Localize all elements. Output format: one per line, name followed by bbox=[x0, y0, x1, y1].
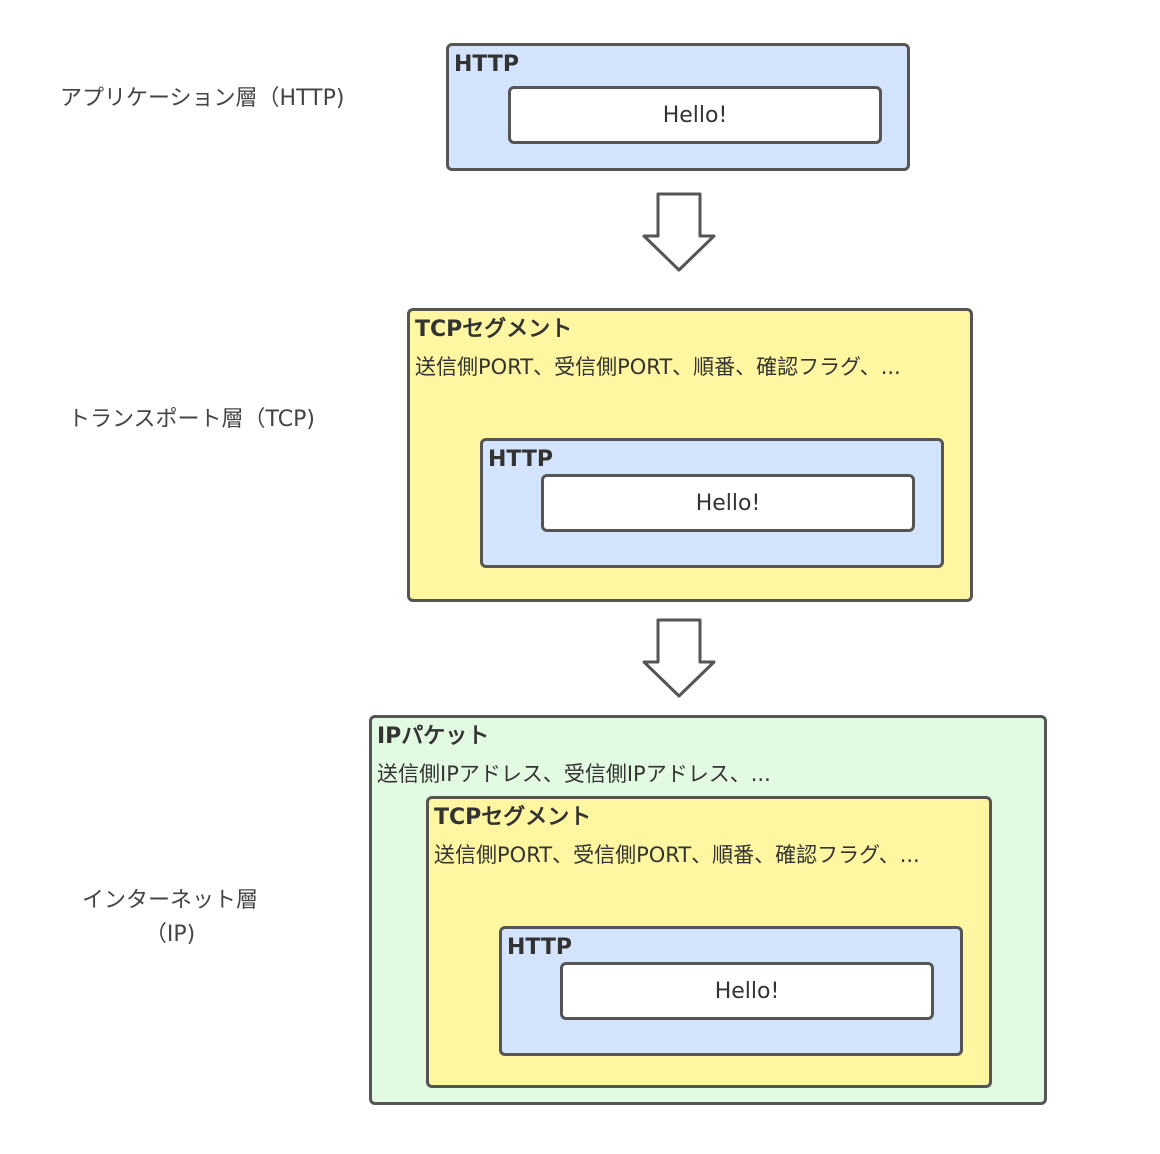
http-payload: Hello! bbox=[541, 474, 915, 532]
layer-label-internet: インターネット層 （IP) bbox=[70, 884, 270, 952]
http-title: HTTP bbox=[454, 52, 520, 77]
layer-label-application: アプリケーション層（HTTP) bbox=[60, 86, 345, 111]
ip-box-internet: IPパケット 送信側IPアドレス、受信側IPアドレス、... TCPセグメント … bbox=[369, 715, 1047, 1105]
down-arrow-icon bbox=[642, 192, 716, 272]
http-box-application: HTTP Hello! bbox=[446, 43, 910, 171]
http-box-transport: HTTP Hello! bbox=[480, 438, 944, 568]
tcp-box-transport: TCPセグメント 送信側PORT、受信側PORT、順番、確認フラグ、... HT… bbox=[407, 308, 973, 602]
http-payload: Hello! bbox=[508, 86, 882, 144]
layer-label-internet-line1: インターネット層 bbox=[81, 888, 258, 913]
layer-label-transport: トランスポート層（TCP) bbox=[68, 407, 315, 432]
tcp-title: TCPセグメント bbox=[434, 805, 592, 830]
tcp-box-internet: TCPセグメント 送信側PORT、受信側PORT、順番、確認フラグ、... HT… bbox=[426, 796, 992, 1088]
http-title: HTTP bbox=[507, 935, 573, 960]
http-title: HTTP bbox=[488, 447, 554, 472]
layer-label-internet-line2: （IP) bbox=[144, 922, 196, 947]
http-payload: Hello! bbox=[560, 962, 934, 1020]
tcp-fields: 送信側PORT、受信側PORT、順番、確認フラグ、... bbox=[434, 843, 920, 867]
tcp-title: TCPセグメント bbox=[415, 317, 573, 342]
http-box-internet: HTTP Hello! bbox=[499, 926, 963, 1056]
down-arrow-icon bbox=[642, 618, 716, 698]
ip-fields: 送信側IPアドレス、受信側IPアドレス、... bbox=[377, 762, 771, 786]
tcp-fields: 送信側PORT、受信側PORT、順番、確認フラグ、... bbox=[415, 355, 901, 379]
ip-title: IPパケット bbox=[377, 724, 490, 749]
